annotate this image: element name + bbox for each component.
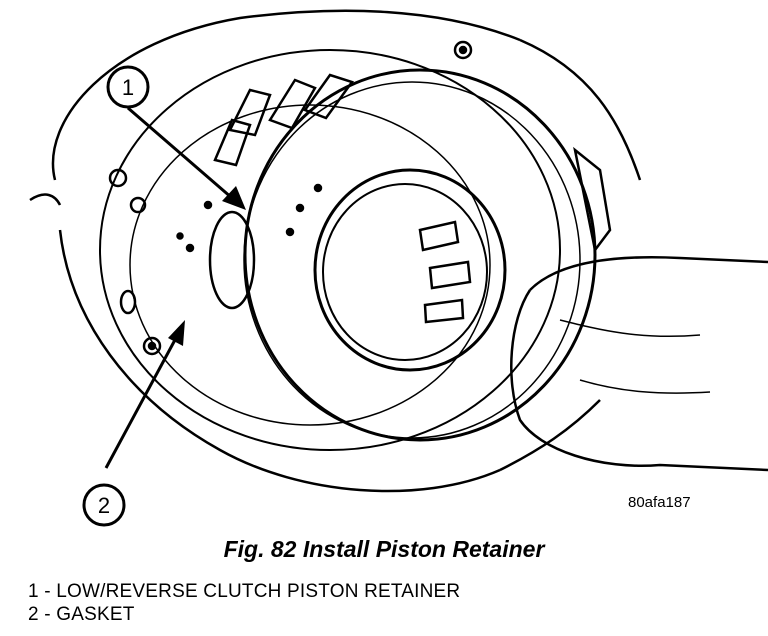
callout-2: 2: [82, 483, 126, 527]
legend-item-2: 2 - GASKET: [28, 604, 135, 625]
callout-1: 1: [106, 65, 150, 109]
callout-2-label: 2: [98, 493, 110, 518]
figure-code: 80afa187: [628, 494, 691, 511]
legend-item-1: 1 - LOW/REVERSE CLUTCH PISTON RETAINER: [28, 581, 461, 602]
legend: 1 - LOW/REVERSE CLUTCH PISTON RETAINER 2…: [28, 580, 460, 626]
illustration-install-piston-retainer: 1 2: [29, 9, 768, 527]
callout-1-label: 1: [122, 75, 134, 100]
figure-caption: Fig. 82 Install Piston Retainer: [223, 536, 545, 562]
